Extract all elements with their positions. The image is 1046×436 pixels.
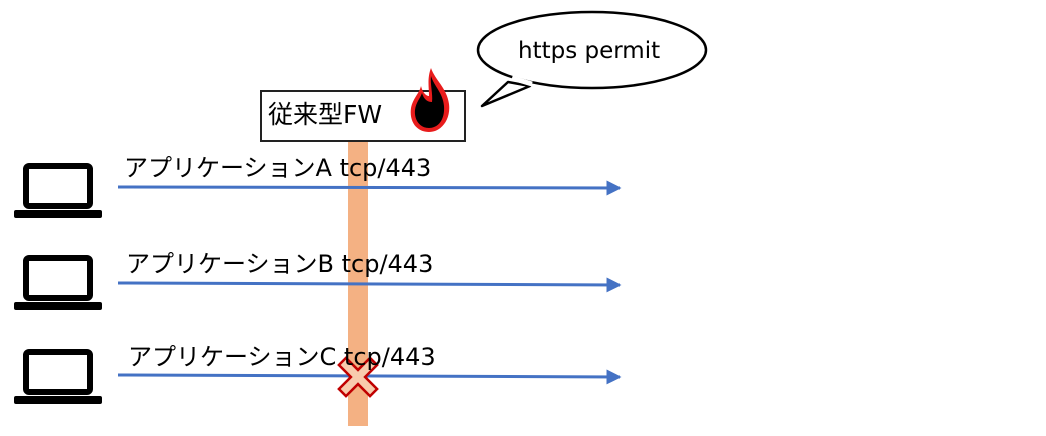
laptop-icon: [14, 255, 102, 310]
flow-arrow-c: [117, 369, 622, 385]
fire-icon: [410, 68, 450, 132]
firewall-label: 従来型FW: [268, 100, 383, 129]
speech-bubble: [476, 10, 708, 108]
flow-label-a: アプリケーションA tcp/443: [124, 154, 432, 182]
laptop-icon: [14, 349, 102, 404]
bubble-text: https permit: [518, 38, 661, 64]
flow-label-b: アプリケーションB tcp/443: [126, 250, 434, 278]
flow-label-c: アプリケーションC tcp/443: [128, 343, 436, 371]
block-x-icon: [337, 356, 379, 398]
laptop-icon: [14, 163, 102, 218]
flow-arrow-a: [117, 180, 622, 196]
flow-arrow-b: [117, 277, 622, 293]
